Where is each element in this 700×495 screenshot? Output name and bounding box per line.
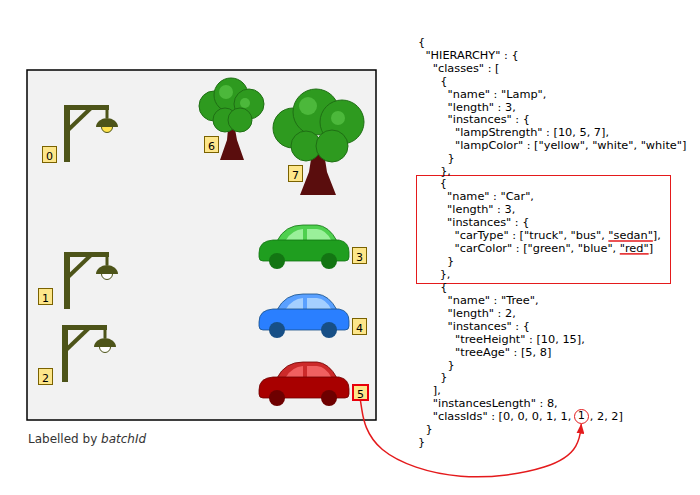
tree-highlight	[299, 97, 345, 125]
json-line: {	[440, 281, 447, 294]
street-lamp	[64, 252, 118, 309]
json-line: }	[448, 359, 455, 372]
street-lamp	[64, 105, 118, 162]
node-text: 2	[42, 371, 49, 386]
highlight-ring: 1	[574, 409, 589, 424]
car	[259, 362, 349, 406]
callout-number: 4	[352, 318, 367, 335]
node-text: },	[440, 268, 451, 281]
caption-part: batchId	[101, 432, 146, 446]
callout-number: 2	[38, 368, 53, 385]
node-text: "name" : "Car",	[447, 190, 534, 203]
node-text: 3	[356, 250, 363, 265]
json-line: "treeHeight" : [10, 15],	[455, 333, 585, 346]
tree	[199, 78, 264, 160]
json-line: "lampColor" : ["yellow", "white", "white…	[455, 139, 686, 152]
json-line: "HIERARCHY" : {	[425, 49, 518, 62]
caption-part: Labelled by	[28, 432, 101, 446]
node-text: "length" : 3,	[447, 203, 515, 216]
json-line: }	[440, 371, 447, 384]
json-line: "instancesLength" : 8,	[433, 397, 558, 410]
json-line: }	[418, 436, 425, 449]
callout-number: 3	[352, 247, 367, 264]
connector-arrow	[361, 401, 582, 477]
node-text: "carType" : ["truck", "bus", "sedan"],	[455, 229, 661, 242]
node-text: 6	[208, 139, 215, 154]
node-text: {	[440, 177, 447, 190]
json-line: }	[448, 152, 455, 165]
json-line: {	[418, 36, 425, 49]
json-line: "classes" : [	[433, 62, 500, 75]
callout-number: 1	[38, 288, 53, 305]
json-line: "name" : "Lamp",	[448, 88, 547, 101]
node-text: 1	[42, 291, 49, 306]
node-text: 0	[46, 149, 53, 164]
json-line: ],	[433, 384, 441, 397]
callout-number: 0	[42, 146, 57, 163]
scene-panel	[27, 70, 376, 420]
car	[259, 294, 349, 338]
json-line: {	[440, 75, 447, 88]
tree	[273, 89, 364, 195]
tree-highlight	[219, 85, 250, 108]
node-text: "carColor" : ["green", "blue", "red"]	[455, 242, 654, 255]
car	[259, 225, 349, 269]
callout-number: 6	[204, 136, 219, 153]
street-lamp	[62, 325, 116, 382]
json-line: "length" : 3,	[448, 101, 516, 114]
json-line: "classIds" : [0, 0, 0, 1, 1,	[433, 410, 571, 423]
highlight-box: {"name" : "Car","length" : 3,"instances"…	[416, 175, 671, 284]
node-text: "instances" : {	[447, 216, 529, 229]
json-line: },	[440, 165, 451, 178]
connector-group	[361, 401, 582, 477]
json-line: }	[425, 423, 432, 436]
figure-caption: Labelled by batchId	[28, 432, 146, 447]
json-line: "name" : "Tree",	[448, 294, 539, 307]
node-text: 1	[575, 410, 588, 422]
json-line: "lampStrength" : [10, 5, 7],	[455, 126, 609, 139]
node-text: 4	[356, 321, 363, 336]
json-line: "instances" : {	[448, 113, 530, 126]
node-text: 5	[357, 388, 364, 401]
json-line: "treeAge" : [5, 8]	[455, 346, 551, 359]
json-line: , 2, 2]	[590, 410, 623, 423]
node-text: }	[447, 255, 454, 268]
tree-canopy	[273, 89, 364, 162]
callout-number: 5	[352, 384, 369, 401]
callout-number: 7	[288, 165, 303, 182]
tree-canopy	[199, 78, 264, 132]
json-line: "instances" : {	[448, 320, 530, 333]
json-line: "length" : 2,	[448, 307, 516, 320]
node-text: 7	[292, 168, 299, 183]
